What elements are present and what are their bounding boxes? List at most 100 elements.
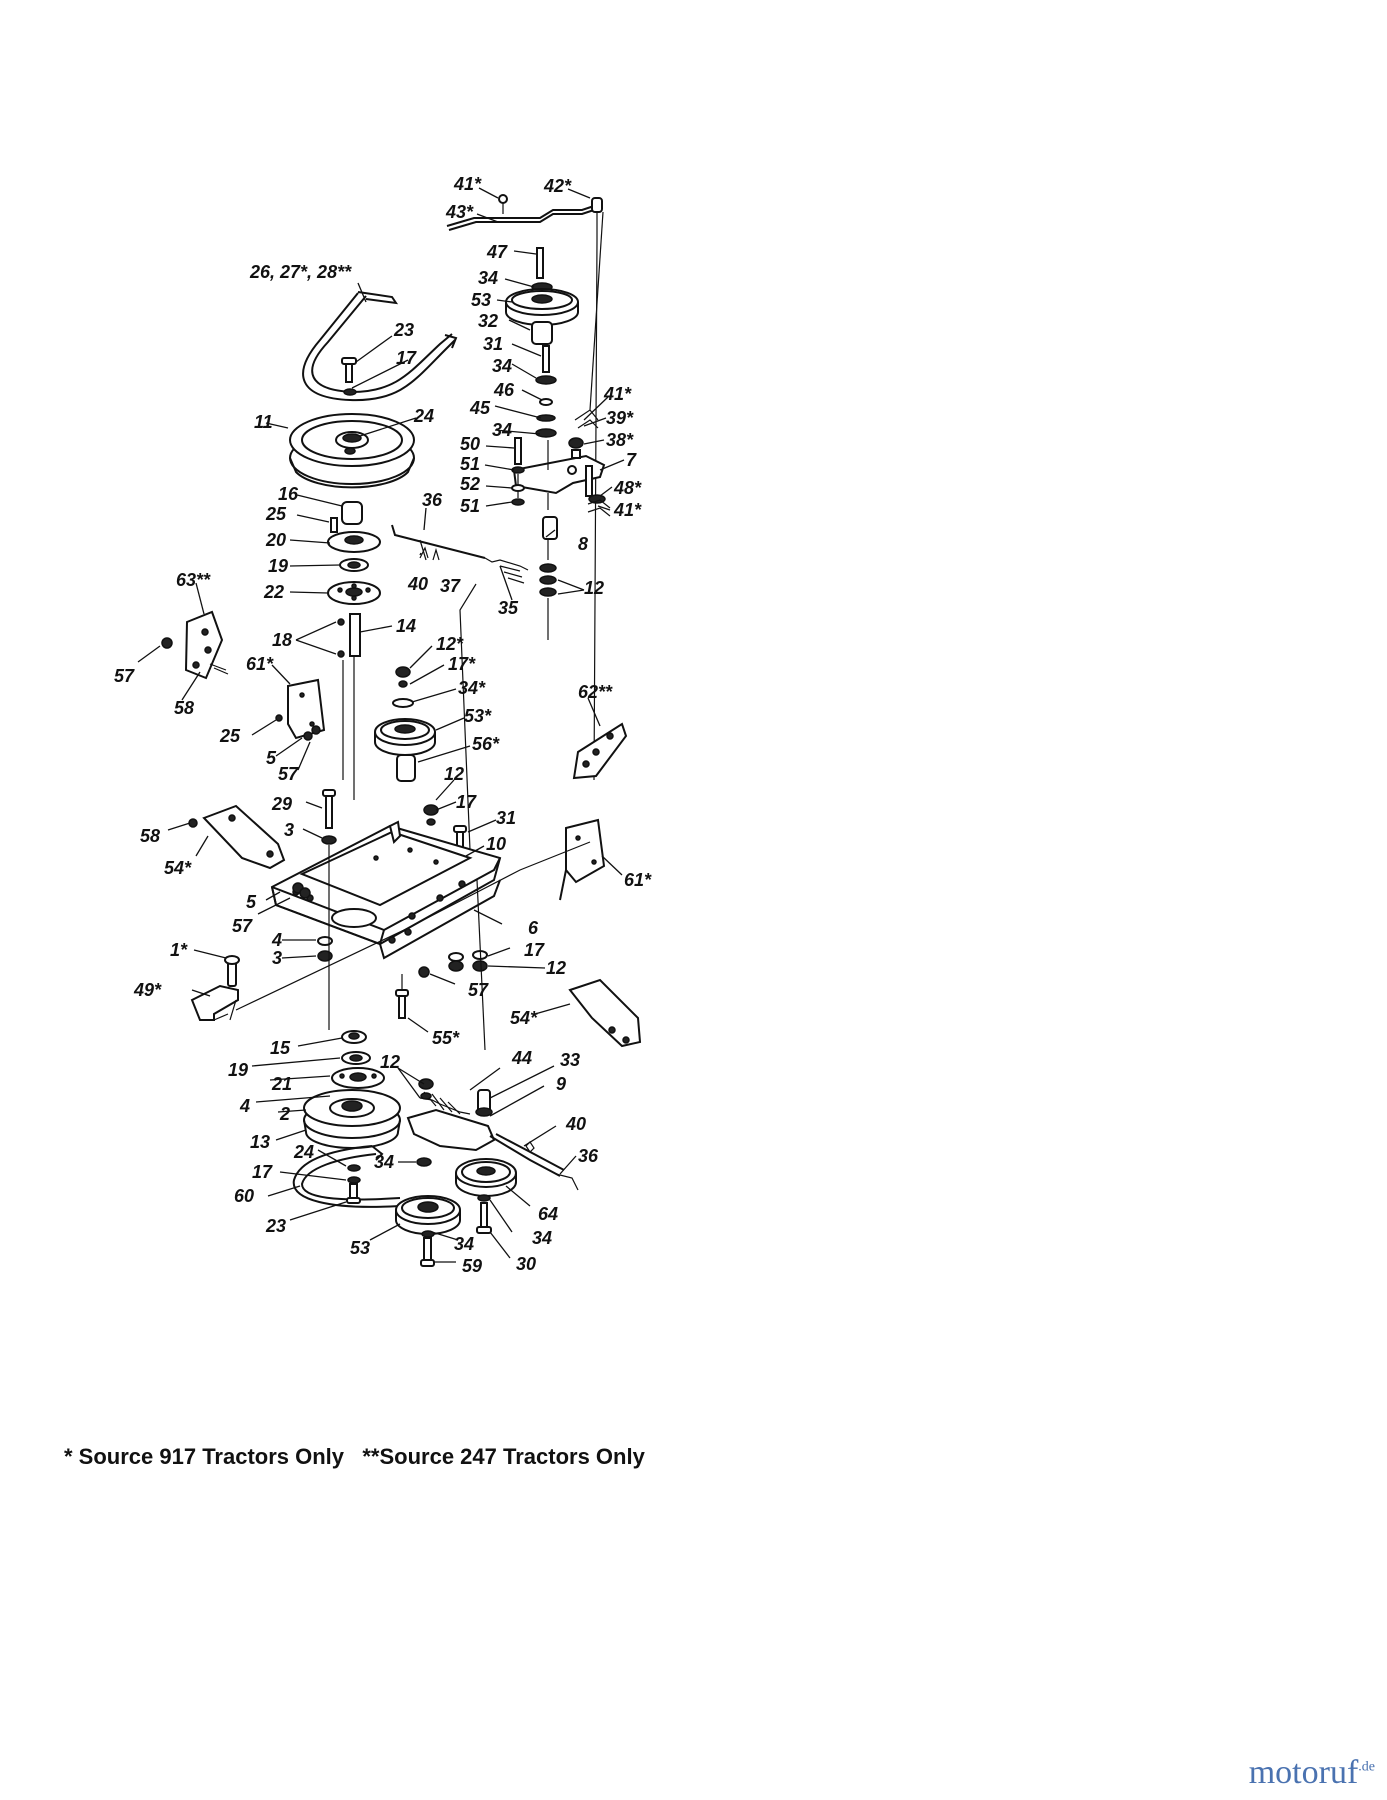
label-64: 64 [538,1204,558,1224]
label-16: 16 [278,484,299,504]
label-62-double-star: 62** [578,682,613,702]
label-57: 57 [114,666,135,686]
label-5: 5 [266,748,277,768]
label-34: 34 [454,1234,474,1254]
label-59: 59 [462,1256,482,1276]
label-8: 8 [578,534,588,554]
label-20: 20 [265,530,286,550]
label-22: 22 [263,582,284,602]
label-40: 40 [565,1114,586,1134]
label-41-star: 41* [603,384,632,404]
middle-pulley-stack [374,666,436,782]
label-10: 10 [486,834,506,854]
lower-bolt-23 [346,1164,361,1204]
lower-cable [489,1133,579,1191]
label-7: 7 [626,450,637,470]
label-56-star: 56* [472,734,500,754]
label-57: 57 [278,764,299,784]
label-38-star: 38* [606,430,634,450]
label-61-star: 61* [624,870,652,890]
label-25: 25 [219,726,241,746]
label-30: 30 [516,1254,536,1274]
label-61-star: 61* [246,654,274,674]
bracket-61-right [559,818,606,901]
watermark-logo: motoruf.de [1249,1754,1375,1792]
guide-lines [235,583,591,1051]
label-17-star: 17* [448,654,476,674]
top-screw [341,357,357,396]
label-12: 12 [546,958,566,978]
bracket-54-lower [568,978,642,1048]
label-49-star: 49* [133,980,162,1000]
idler-spring [391,524,529,584]
label-19: 19 [228,1060,248,1080]
label-57: 57 [468,980,489,1000]
label-15: 15 [270,1038,291,1058]
label-12: 12 [380,1052,400,1072]
label-24: 24 [293,1142,314,1162]
label-45: 45 [469,398,491,418]
left-pin-stack [511,437,525,506]
label-26-27-28: 26, 27*, 28** [249,262,352,282]
label-36: 36 [578,1146,599,1166]
label-46: 46 [493,380,515,400]
label-53: 53 [471,290,491,310]
label-37: 37 [440,576,461,596]
label-19: 19 [268,556,288,576]
label-55-star: 55* [432,1028,460,1048]
bracket-54-upper [188,804,286,870]
label-58: 58 [174,698,194,718]
label-33: 33 [560,1050,580,1070]
lower-pulley-64 [455,1158,517,1234]
label-23: 23 [393,320,414,340]
bracket-63 [161,610,229,680]
label-3: 3 [284,820,294,840]
label-25: 25 [265,504,287,524]
label-47: 47 [486,242,508,262]
label-24: 24 [413,406,434,426]
bracket-62 [572,722,628,780]
footnote: * Source 917 Tractors Only **Source 247 … [64,1444,645,1469]
label-34: 34 [532,1228,552,1248]
label-44: 44 [511,1048,532,1068]
label-50: 50 [460,434,480,454]
label-18: 18 [272,630,292,650]
label-17: 17 [396,348,417,368]
label-35: 35 [498,598,519,618]
label-2: 2 [279,1104,290,1124]
large-pulley [289,413,415,489]
label-63-double-star: 63** [176,570,211,590]
label-58: 58 [140,826,160,846]
label-17: 17 [524,940,545,960]
label-6: 6 [528,918,539,938]
lower-idler-arm [406,1078,496,1152]
label-3: 3 [272,948,282,968]
plate-bolts [321,789,468,868]
label-53-star: 53* [464,706,492,726]
lower-fasteners [317,936,488,978]
label-41-star: 41* [613,500,642,520]
upper-belt [302,291,458,402]
label-23: 23 [265,1216,286,1236]
label-4: 4 [239,1096,250,1116]
lower-left-stack [303,1030,401,1149]
label-42-star: 42* [543,176,572,196]
label-57: 57 [232,916,253,936]
label-21: 21 [271,1074,292,1094]
bolt-55 [395,974,409,1019]
shift-rod [446,194,604,781]
label-5: 5 [246,892,257,912]
watermark-main: motoruf [1248,1754,1359,1791]
label-36: 36 [422,490,443,510]
label-17: 17 [252,1162,273,1182]
label-53: 53 [350,1238,370,1258]
label-39-star: 39* [606,408,634,428]
label-34: 34 [374,1152,394,1172]
label-17: 17 [456,792,477,812]
label-12-star: 12* [436,634,464,654]
label-32: 32 [478,311,498,331]
label-52: 52 [460,474,480,494]
label-12: 12 [584,578,604,598]
label-51: 51 [460,454,480,474]
